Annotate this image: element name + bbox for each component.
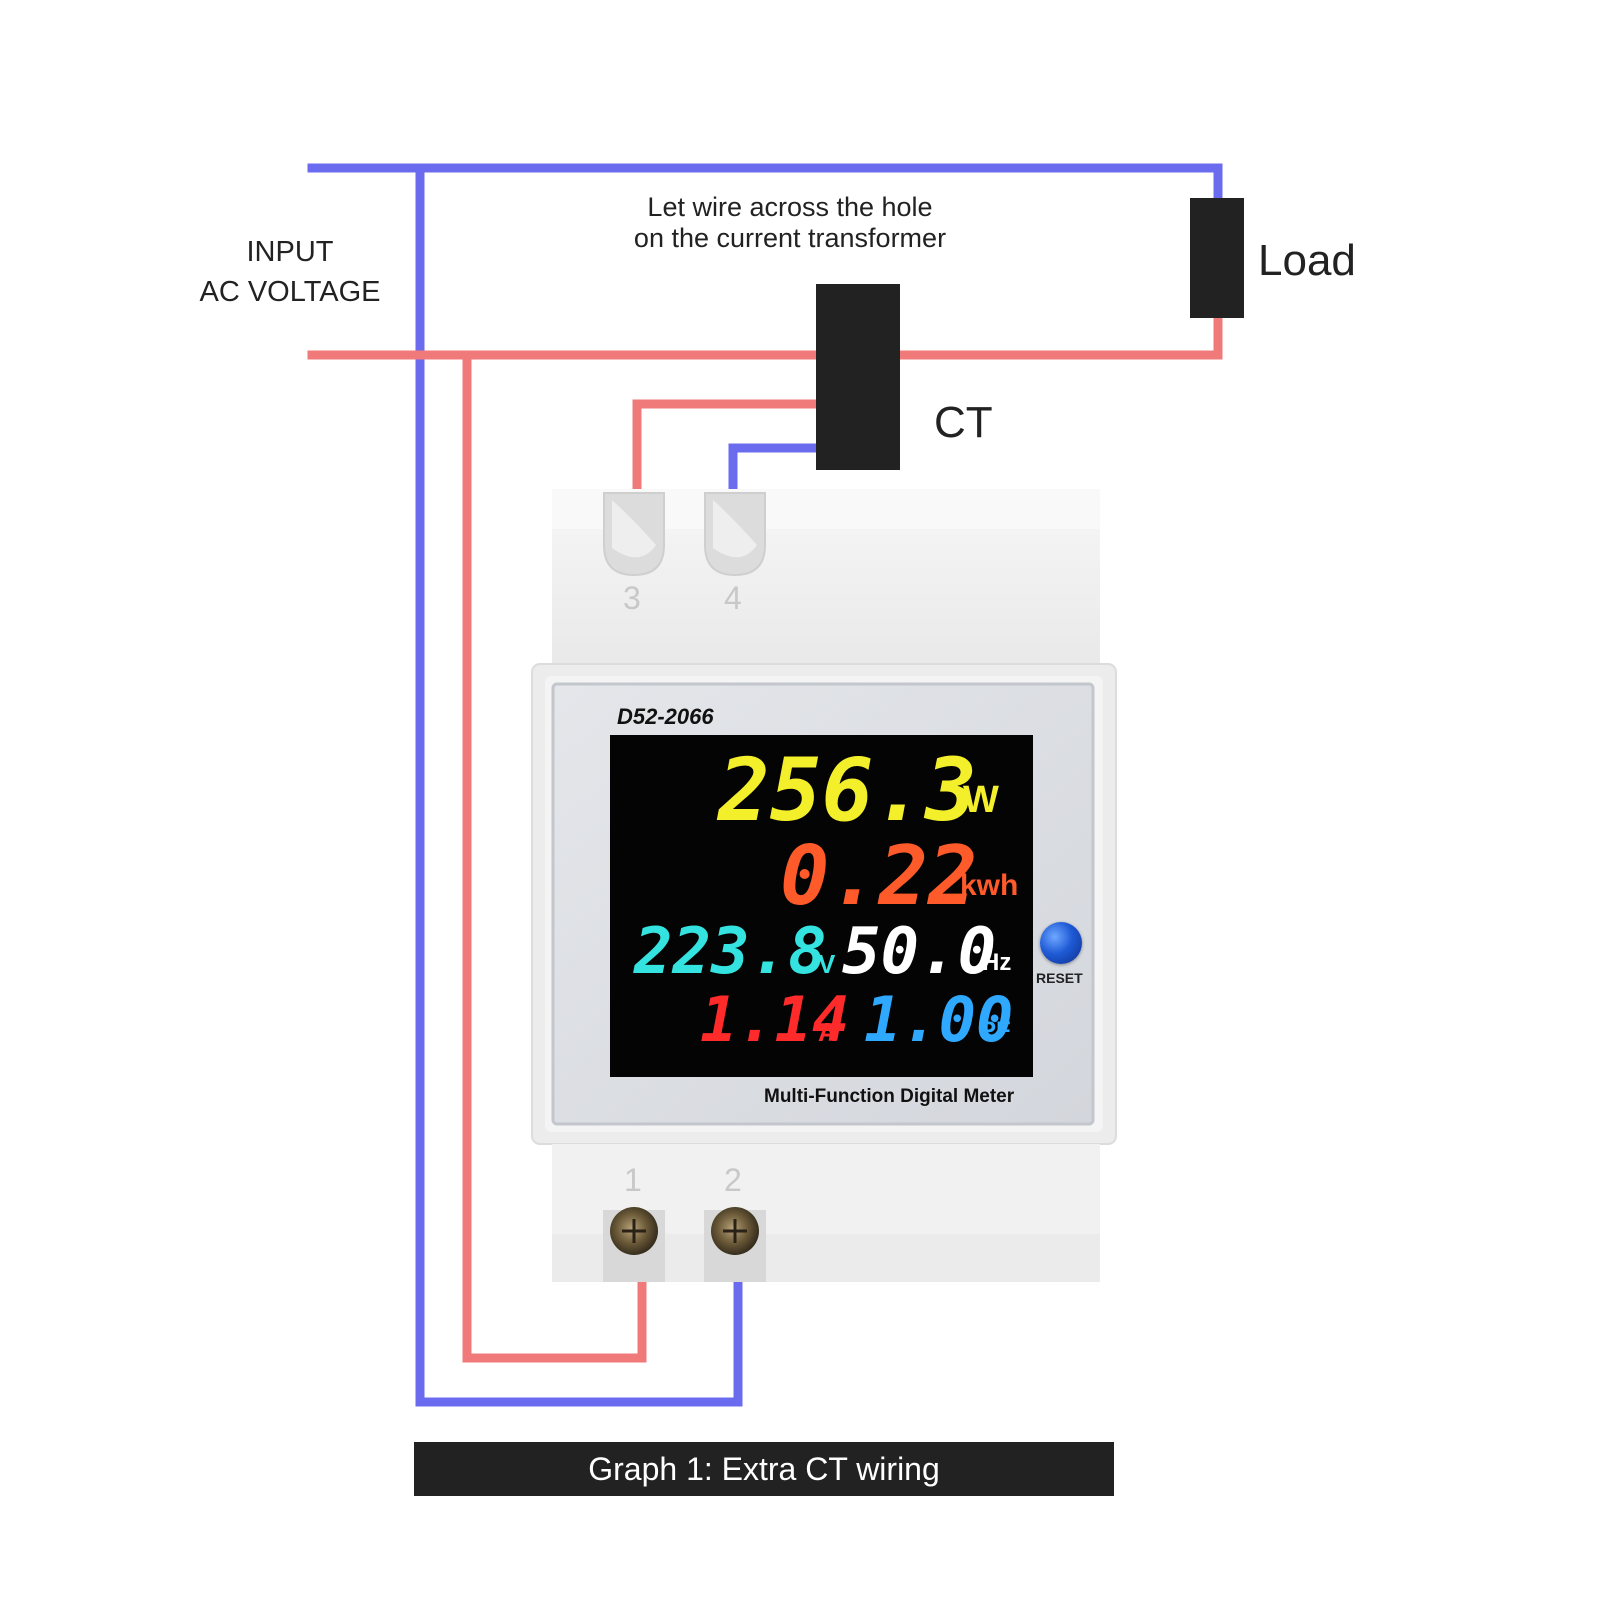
meter-title: Multi-Function Digital Meter [764,1086,1015,1107]
power-value: 256.3 [718,741,977,841]
reset-label: RESET [1036,970,1083,986]
reset-button[interactable] [1040,922,1082,964]
power-factor-value: 1.00 [864,983,1014,1056]
figure-caption: Graph 1: Extra CT wiring [414,1442,1114,1496]
frequency-value: 50.0 [842,915,997,989]
ct-label: CT [934,398,993,447]
input-label-line2: AC VOLTAGE [199,276,381,308]
current-value: 1.14 [700,983,850,1056]
voltage-value: 223.8 [634,915,827,989]
current-transformer [816,284,900,470]
ct-hint-line2: on the current transformer [633,223,947,253]
energy-unit: kwh [960,869,1019,902]
ct-hint-label: Let wire across the hole on the current … [580,192,1000,254]
load-label: Load [1258,236,1356,285]
input-ac-voltage-label: INPUT AC VOLTAGE [170,232,410,312]
energy-value: 0.22 [780,829,978,924]
input-label-line1: INPUT [246,236,334,268]
terminal-4-label: 4 [724,580,742,616]
power-unit: W [963,779,999,821]
voltage-unit: V [818,949,836,979]
live-wire [307,313,1223,1363]
ct-hint-line1: Let wire across the hole [647,192,933,222]
terminal-1-label: 1 [624,1162,642,1198]
neutral-wire [307,163,1223,1407]
terminal-3-label: 3 [623,580,641,616]
terminal-2-label: 2 [724,1162,742,1198]
meter-display: 256.3 W 0.22 kwh 223.8 V 50.0 Hz 1.14 A … [610,735,1033,1077]
meter-model: D52-2066 [617,704,714,729]
current-unit: A [818,1017,837,1047]
power-factor-unit: PF [980,1017,1011,1044]
frequency-unit: Hz [982,949,1012,976]
load-block [1190,198,1244,318]
